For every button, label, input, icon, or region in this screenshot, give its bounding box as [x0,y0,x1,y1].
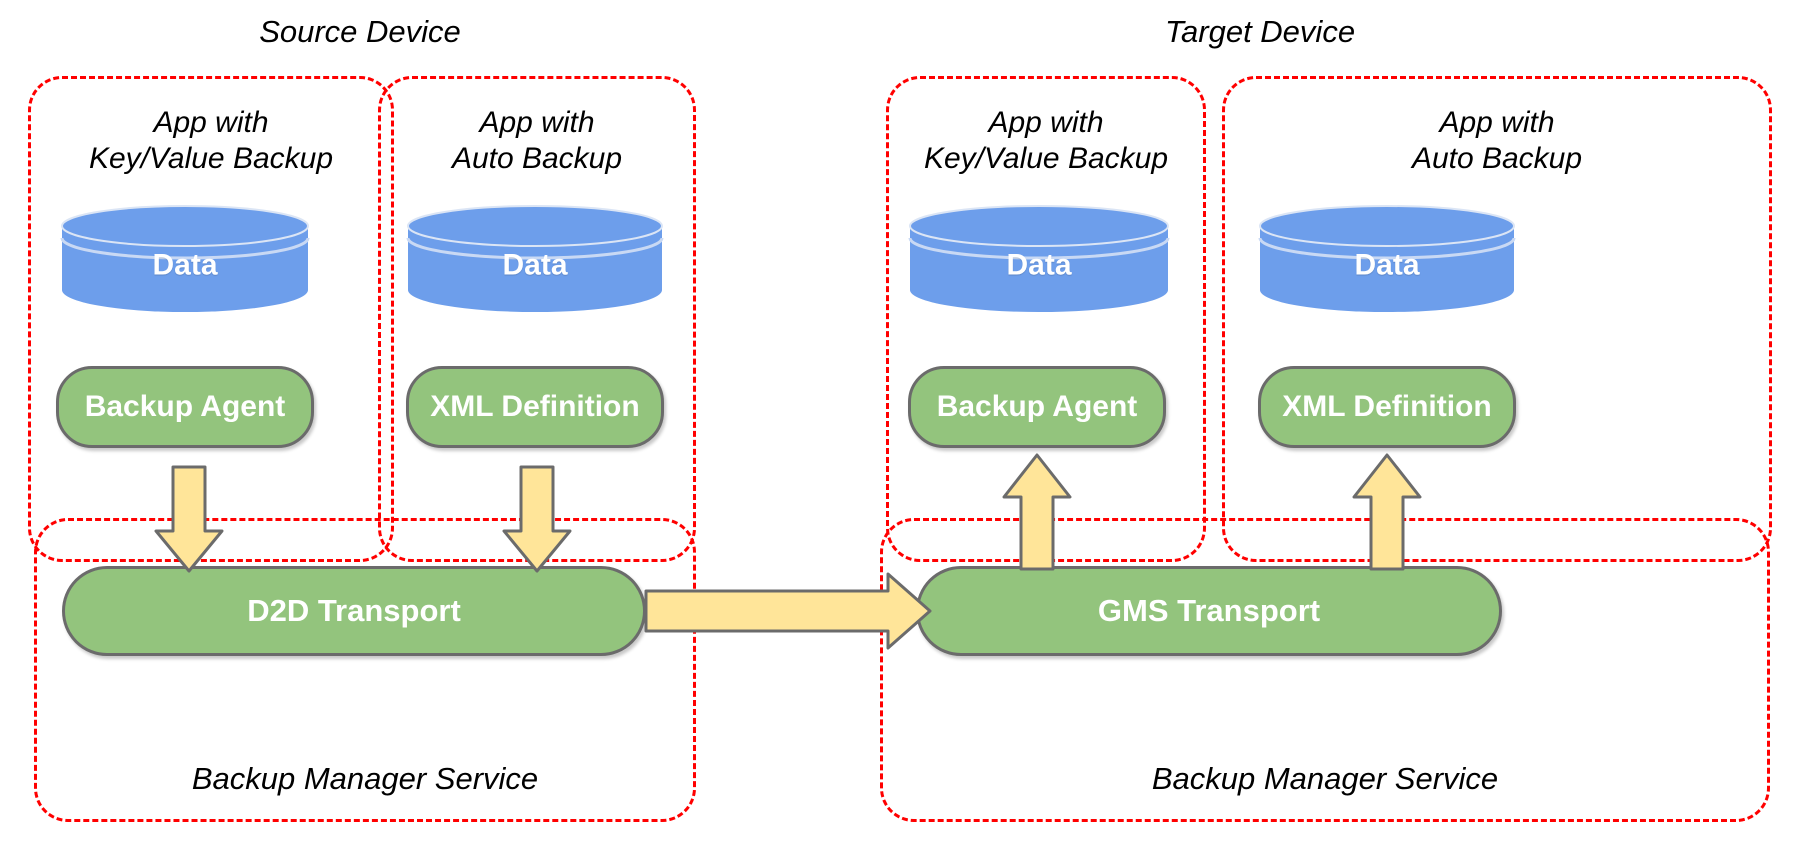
service-label-target: Backup Manager Service [1151,761,1499,796]
app-label-line1: App with [1439,106,1555,139]
app-label-line1: App with [153,106,269,139]
source-device-title: Source Device [259,14,461,49]
service-container-source[interactable]: Backup Manager Service [34,518,696,822]
app-label-target-kv: App with Key/Value Backup [889,105,1203,177]
transport-label: D2D Transport [247,593,461,628]
app-container-target-auto[interactable]: App with Auto Backup [1222,76,1772,562]
app-label-line2: Key/Value Backup [88,142,334,175]
data-cylinder-target-auto[interactable]: Data [1258,204,1516,312]
service-container-target[interactable]: Backup Manager Service [880,518,1770,822]
app-label-line2: Auto Backup [451,142,623,175]
app-label-target-auto: App with Auto Backup [1225,105,1769,177]
data-cylinder-target-kv[interactable]: Data [908,204,1170,312]
target-device-title: Target Device [1164,14,1356,49]
data-cylinder-source-auto[interactable]: Data [406,204,664,312]
data-cylinder-label-source-auto: Data [502,248,568,282]
component-label: XML Definition [430,390,640,423]
component-xml-definition-target[interactable]: XML Definition [1258,366,1516,448]
app-container-source-auto[interactable]: App with Auto Backup [378,76,696,562]
arrow-down-icon-auto-source [500,465,574,575]
transport-gms[interactable]: GMS Transport [916,566,1502,656]
arrow-right-icon-transport-link [644,572,932,650]
component-label: Backup Agent [84,390,286,423]
data-cylinder-label-target-kv: Data [1006,248,1072,282]
app-label-source-auto: App with Auto Backup [381,105,693,177]
component-label: Backup Agent [936,390,1138,423]
arrow-up-icon-auto-target [1350,452,1424,572]
app-label-line1: App with [479,106,595,139]
component-xml-definition-source[interactable]: XML Definition [406,366,664,448]
app-label-line2: Auto Backup [1411,142,1583,175]
transport-label: GMS Transport [1097,593,1321,628]
arrow-down-icon-kv-source [152,465,226,575]
data-cylinder-label-target-auto: Data [1354,248,1420,282]
component-backup-agent-source[interactable]: Backup Agent [56,366,314,448]
component-backup-agent-target[interactable]: Backup Agent [908,366,1166,448]
arrow-up-icon-kv-target [1000,452,1074,572]
app-label-source-kv: App with Key/Value Backup [31,105,391,177]
data-cylinder-label-source-kv: Data [152,248,218,282]
app-container-source-kv[interactable]: App with Key/Value Backup [28,76,394,562]
transport-d2d[interactable]: D2D Transport [62,566,646,656]
component-label: XML Definition [1282,390,1492,423]
app-label-line1: App with [988,106,1104,139]
service-label-source: Backup Manager Service [191,761,539,796]
app-label-line2: Key/Value Backup [923,142,1169,175]
data-cylinder-source-kv[interactable]: Data [60,204,310,312]
